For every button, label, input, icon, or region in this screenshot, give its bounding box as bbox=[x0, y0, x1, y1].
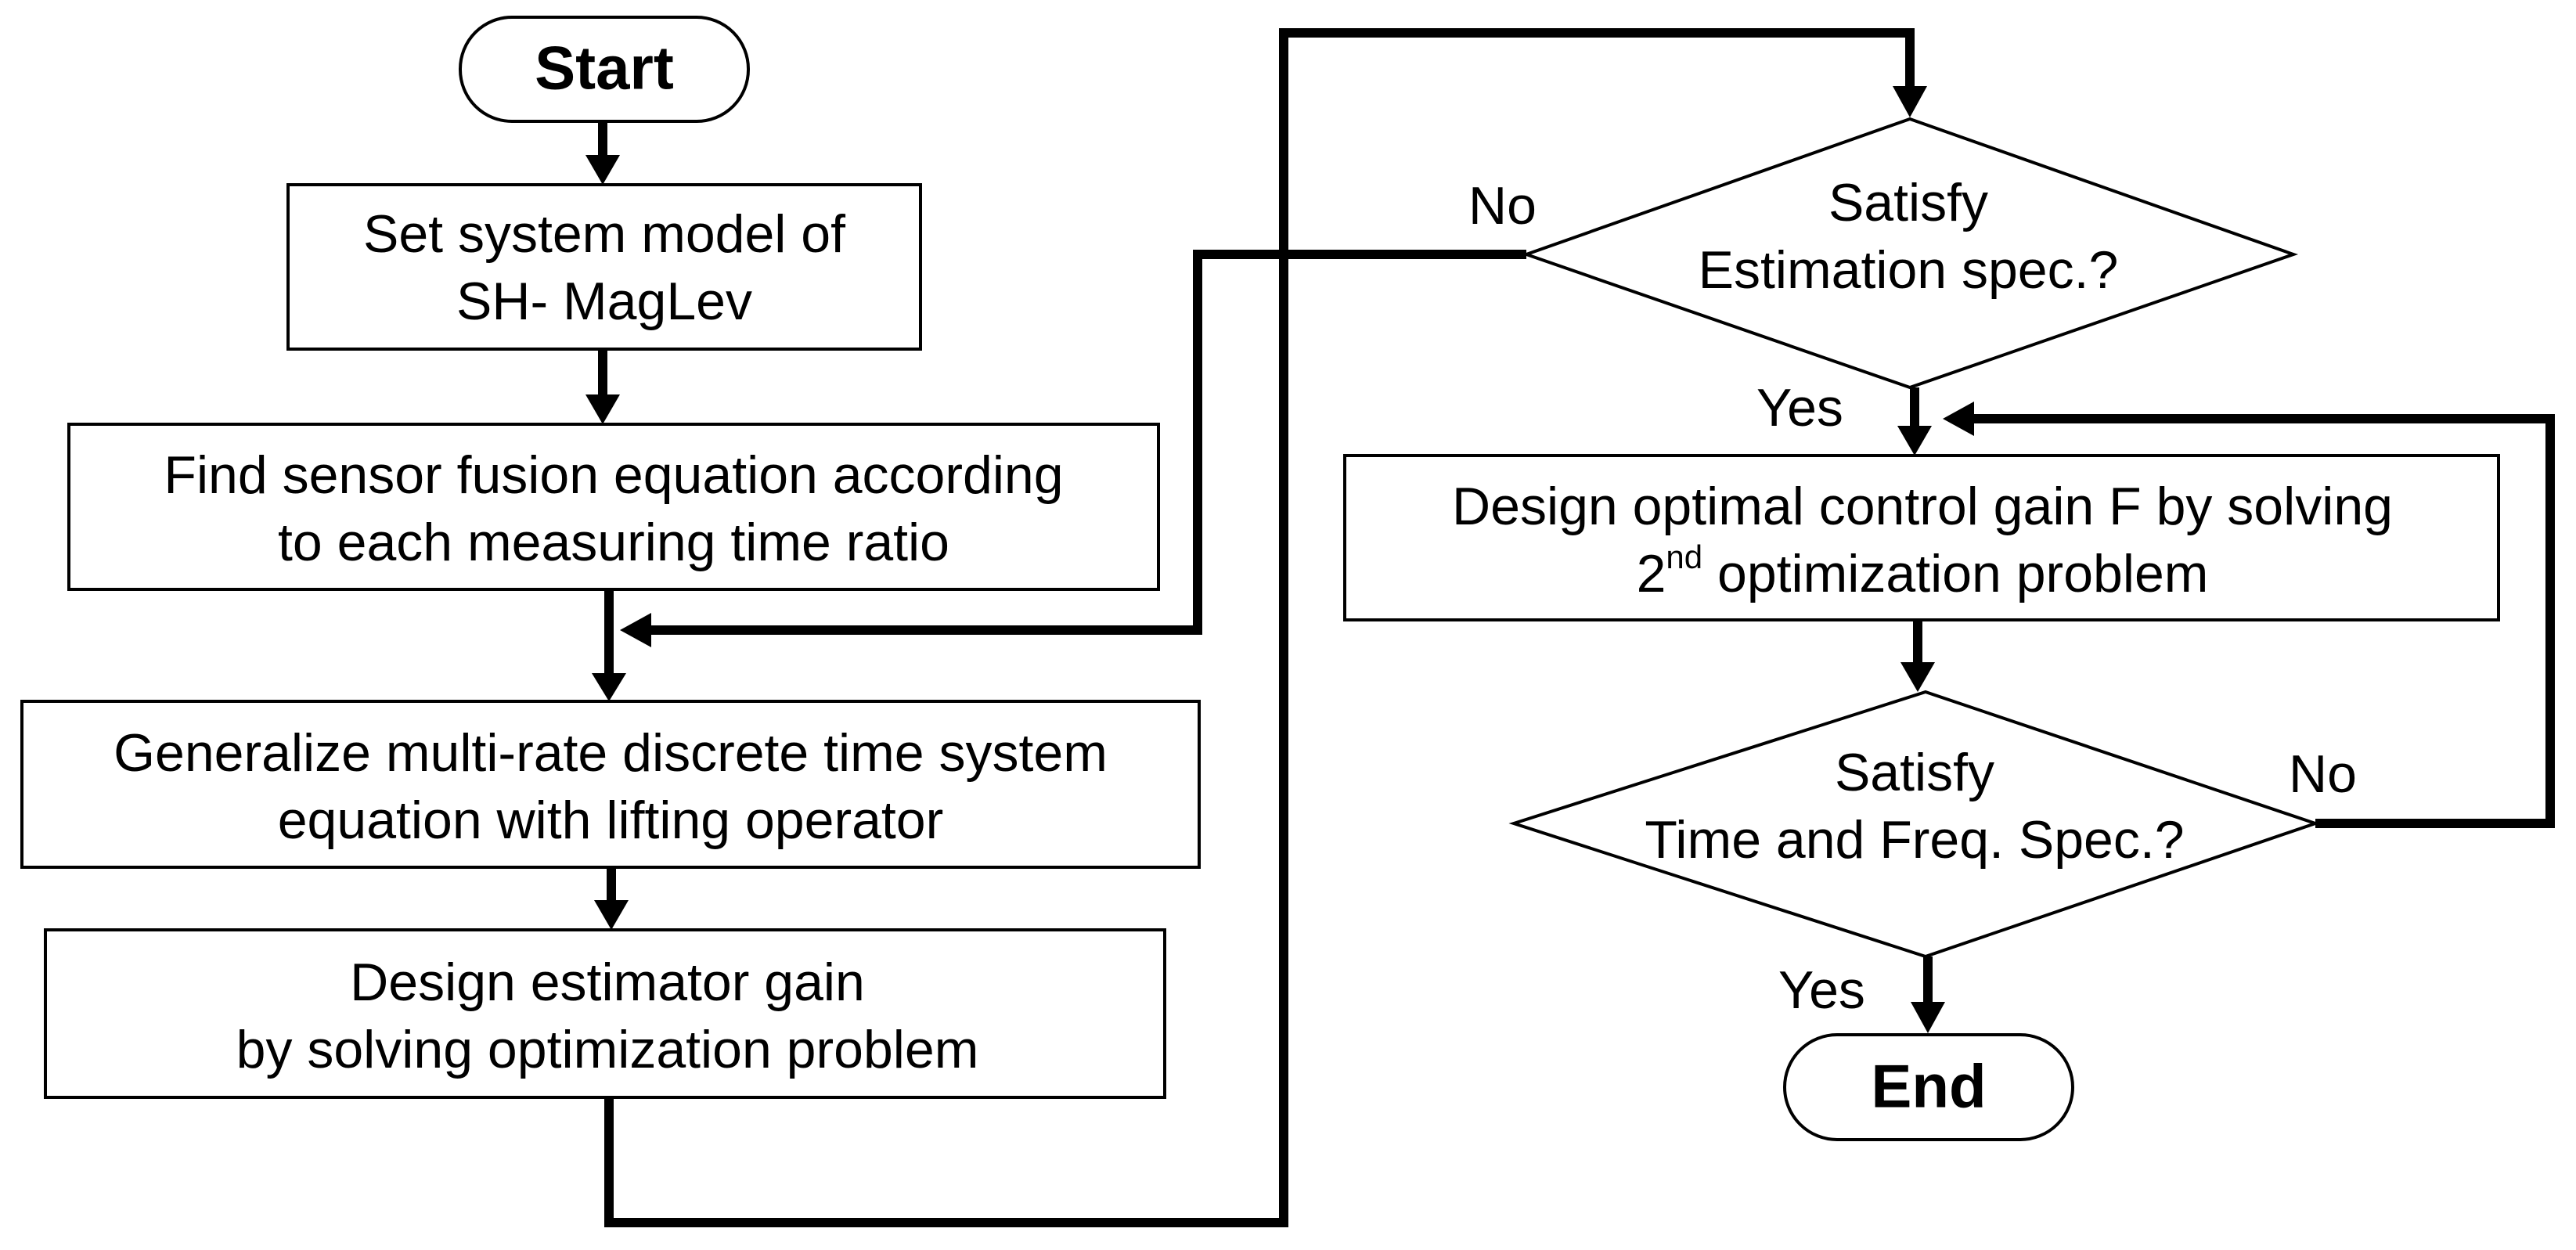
estimation-no-label: No bbox=[1468, 176, 1537, 236]
arrowhead bbox=[1897, 426, 1932, 456]
set-model-line-1: Set system model of bbox=[363, 204, 845, 264]
control-gain-ordinal-suffix: nd bbox=[1666, 539, 1702, 575]
generalize-process: Generalize multi-rate discrete time syst… bbox=[20, 700, 1201, 869]
estimation-decision-line-2: Estimation spec.? bbox=[1699, 240, 2119, 300]
sensor-fusion-process: Find sensor fusion equation according to… bbox=[67, 423, 1160, 591]
arrow-estimator-to-estimation-decision bbox=[604, 28, 1915, 1227]
control-gain-line-2-rest: optimization problem bbox=[1702, 544, 2208, 603]
timefreq-decision-line-1: Satisfy bbox=[1835, 743, 1994, 802]
estimation-yes-label: Yes bbox=[1756, 378, 1843, 438]
generalize-line-2: equation with lifting operator bbox=[278, 791, 944, 850]
arrowhead bbox=[620, 613, 651, 647]
connectors bbox=[585, 28, 2555, 1227]
start-terminal: Start bbox=[459, 16, 750, 123]
arrowhead bbox=[594, 900, 629, 930]
timefreq-decision: Satisfy Time and Freq. Spec.? bbox=[1508, 690, 2321, 959]
end-label: End bbox=[1871, 1052, 1986, 1121]
set-model-line-2: SH- MagLev bbox=[456, 272, 752, 331]
arrow-timefreq-no-loop bbox=[1973, 414, 2555, 828]
arrowhead bbox=[1900, 662, 1935, 692]
timefreq-decision-line-2: Time and Freq. Spec.? bbox=[1645, 810, 2184, 870]
fusion-line-2: to each measuring time ratio bbox=[278, 513, 949, 572]
fusion-line-1: Find sensor fusion equation according bbox=[164, 445, 1063, 505]
estimator-line-1: Design estimator gain bbox=[350, 953, 865, 1012]
estimation-decision-line-1: Satisfy bbox=[1828, 173, 1988, 232]
generalize-line-1: Generalize multi-rate discrete time syst… bbox=[113, 723, 1108, 783]
timefreq-yes-label: Yes bbox=[1778, 960, 1865, 1020]
arrowhead bbox=[1943, 402, 1974, 436]
end-terminal: End bbox=[1783, 1033, 2074, 1141]
control-gain-line-1: Design optimal control gain F by solving bbox=[1452, 477, 2393, 536]
control-gain-line-2: 2nd optimization problem bbox=[1637, 539, 2209, 603]
estimator-process: Design estimator gain by solving optimiz… bbox=[44, 928, 1166, 1099]
estimator-line-2: by solving optimization problem bbox=[236, 1020, 979, 1079]
arrowhead bbox=[592, 673, 626, 701]
estimation-decision: Satisfy Estimation spec.? bbox=[1521, 117, 2299, 390]
set-model-process: Set system model of SH- MagLev bbox=[286, 183, 922, 351]
timefreq-no-label: No bbox=[2289, 744, 2357, 804]
arrowhead bbox=[585, 155, 620, 185]
control-gain-process: Design optimal control gain F by solving… bbox=[1343, 454, 2500, 621]
arrowhead bbox=[585, 394, 620, 424]
arrowhead bbox=[1893, 86, 1927, 117]
control-gain-ordinal: 2 bbox=[1637, 544, 1666, 603]
start-label: Start bbox=[535, 34, 674, 103]
arrow-estimation-no-loop bbox=[650, 250, 1526, 635]
arrowhead bbox=[1911, 1002, 1945, 1033]
